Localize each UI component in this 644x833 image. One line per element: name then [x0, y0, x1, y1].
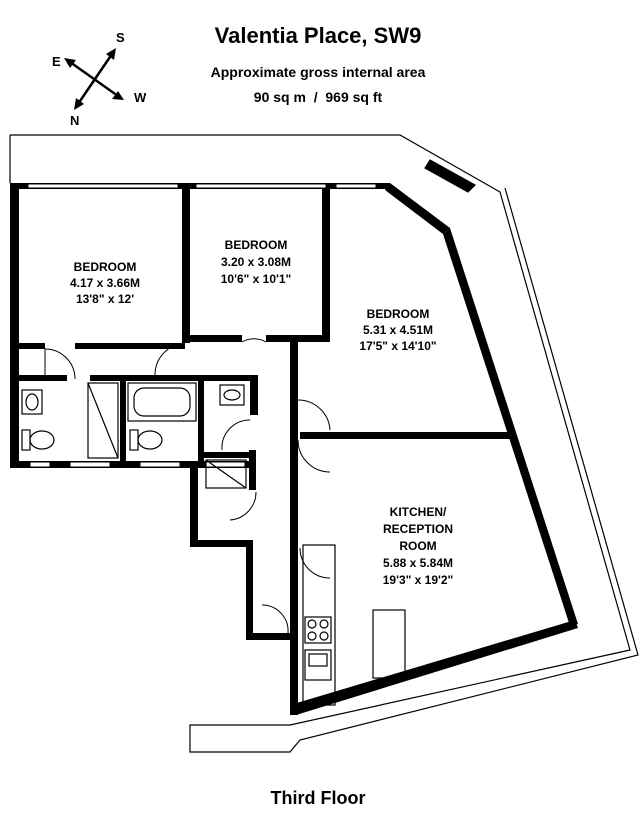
area-label: Approximate gross internal area	[211, 64, 426, 80]
compass-icon: E S W N	[52, 30, 147, 128]
compass-north-label: N	[70, 113, 79, 128]
area-value: 90 sq m / 969 sq ft	[254, 89, 383, 105]
room-imperial: 10'6" x 10'1"	[221, 272, 291, 286]
shower-icon	[87, 382, 119, 459]
room-bedroom-3: BEDROOM 5.31 x 4.51M 17'5" x 14'10"	[359, 307, 436, 353]
basin-icon-2	[219, 384, 245, 406]
floor-label: Third Floor	[271, 788, 366, 808]
room-kitchen-reception: KITCHEN/ RECEPTION ROOM 5.88 x 5.84M 19'…	[383, 505, 453, 587]
room-name-line-3: ROOM	[399, 539, 436, 553]
room-imperial: 17'5" x 14'10"	[359, 339, 436, 353]
sink-icon	[304, 649, 332, 681]
shower-icon-2	[205, 459, 247, 489]
compass-west-label: W	[134, 90, 147, 105]
room-metric: 3.20 x 3.08M	[221, 255, 291, 269]
room-imperial: 13'8" x 12'	[76, 292, 134, 306]
bathroom-fixtures	[21, 382, 247, 489]
toilet-icon	[29, 430, 55, 450]
windows	[27, 183, 377, 468]
basin-icon	[21, 389, 43, 415]
room-imperial: 19'3" x 19'2"	[383, 573, 453, 587]
room-name: BEDROOM	[74, 260, 137, 274]
room-name: BEDROOM	[367, 307, 430, 321]
kitchen-fixtures	[302, 544, 406, 706]
room-metric: 4.17 x 3.66M	[70, 276, 140, 290]
room-bedroom-1: BEDROOM 4.17 x 3.66M 13'8" x 12'	[70, 260, 140, 306]
compass-east-label: E	[52, 54, 61, 69]
door-swings	[44, 338, 331, 634]
room-metric: 5.88 x 5.84M	[383, 556, 453, 570]
island-counter	[372, 609, 406, 679]
room-name-line-2: RECEPTION	[383, 522, 453, 536]
terrace-outline	[9, 134, 639, 753]
compass-south-label: S	[116, 30, 125, 45]
hob-icon	[304, 616, 332, 644]
bathtub-icon	[127, 382, 197, 422]
room-name-line-1: KITCHEN/	[390, 505, 447, 519]
toilet-icon-2	[137, 430, 163, 450]
property-title: Valentia Place, SW9	[215, 23, 422, 48]
exterior-walls	[10, 183, 578, 715]
room-name: BEDROOM	[225, 238, 288, 252]
room-metric: 5.31 x 4.51M	[363, 323, 433, 337]
internal-walls	[19, 183, 510, 490]
room-bedroom-2: BEDROOM 3.20 x 3.08M 10'6" x 10'1"	[221, 238, 291, 286]
